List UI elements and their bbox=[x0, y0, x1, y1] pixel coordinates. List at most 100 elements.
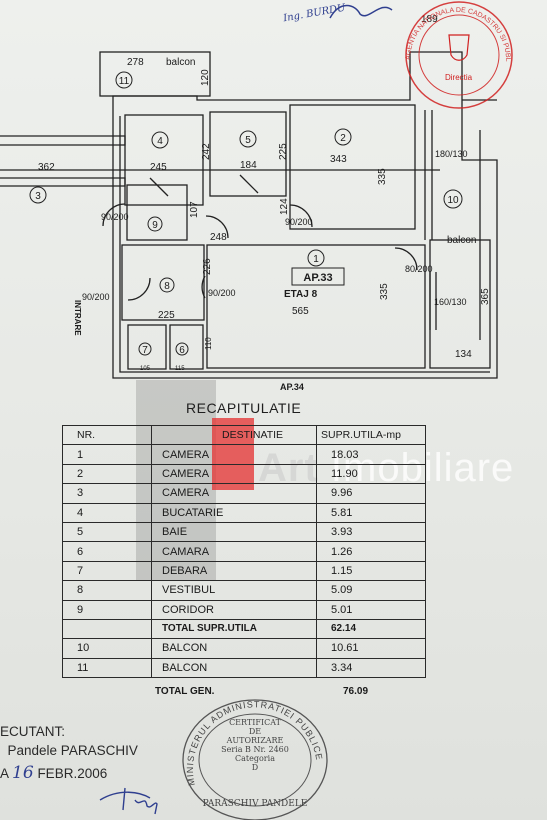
floor-plan: 278 balcon 120 362 245 184 343 248 565 2… bbox=[0, 14, 498, 392]
cell-nr: 6 bbox=[62, 541, 152, 562]
cell-val: 9.96 bbox=[316, 483, 426, 504]
top-signature-scribble bbox=[329, 4, 393, 19]
cell-nr: 10 bbox=[62, 638, 152, 659]
balcony-11-label: balcon bbox=[166, 57, 195, 68]
room-8-outline bbox=[121, 244, 205, 321]
cell-val: 5.09 bbox=[316, 580, 426, 601]
room-marker-1 bbox=[307, 249, 325, 267]
room-3-width: 362 bbox=[38, 162, 55, 173]
room-4-outline bbox=[124, 114, 204, 206]
room-num-5: 5 bbox=[245, 135, 251, 146]
window-1: 160/130 bbox=[434, 297, 467, 307]
coat-of-arms-icon bbox=[448, 34, 470, 61]
room-9-height: 107 bbox=[189, 201, 200, 218]
cell-nr: 2 bbox=[62, 463, 152, 485]
balcony-11-height: 120 bbox=[200, 69, 211, 86]
balcony-10-height: 365 bbox=[480, 288, 491, 305]
room-1-outline bbox=[206, 244, 426, 369]
door-entrance: 90/200 bbox=[82, 292, 110, 302]
cell-dest: BUCATARIE bbox=[151, 502, 317, 523]
cell-nr: 4 bbox=[62, 502, 152, 523]
room-2-height: 335 bbox=[377, 168, 388, 185]
header-destination: DESTINATIE bbox=[151, 424, 317, 446]
cell-nr: 5 bbox=[62, 521, 152, 543]
cell-dest: CORIDOR bbox=[151, 599, 317, 620]
dim-189: 189 bbox=[421, 14, 438, 25]
cell-dest: BALCON bbox=[151, 657, 317, 679]
table-header-row: NR. DESTINATIE SUPR.UTILA-mp bbox=[62, 424, 426, 446]
cell-nr: 1 bbox=[62, 444, 152, 465]
header-area: SUPR.UTILA-mp bbox=[316, 424, 426, 446]
neighbor-apartment: AP.34 bbox=[280, 382, 304, 392]
cell-nr: 8 bbox=[62, 580, 152, 601]
room-marker-5 bbox=[239, 130, 257, 148]
room-4-height: 242 bbox=[201, 143, 212, 160]
signature-bottom bbox=[99, 787, 158, 815]
room-4-width: 245 bbox=[150, 162, 167, 173]
balcony-10-label: balcon bbox=[447, 235, 476, 246]
cell-nr: 3 bbox=[62, 483, 152, 504]
cell-val: 62.14 bbox=[316, 618, 426, 640]
room-2-outline bbox=[289, 104, 416, 230]
room-num-4: 4 bbox=[157, 136, 163, 147]
dim-115: 115 bbox=[175, 366, 185, 372]
total-gen-label: TOTAL GEN. bbox=[155, 686, 215, 697]
balcony-11-width: 278 bbox=[127, 57, 144, 68]
room-num-1: 1 bbox=[313, 254, 319, 265]
cell-val: 5.01 bbox=[316, 599, 426, 620]
room-marker-3 bbox=[29, 186, 47, 204]
room-5-height: 225 bbox=[278, 143, 289, 160]
cell-dest: BAIE bbox=[151, 521, 317, 543]
room-num-2: 2 bbox=[340, 133, 346, 144]
cell-nr: 11 bbox=[62, 657, 152, 679]
apartment-number: AP.33 bbox=[303, 272, 332, 284]
svg-text:Directia: Directia bbox=[445, 73, 473, 82]
dim-124: 124 bbox=[279, 198, 290, 215]
cell-val: 1.26 bbox=[316, 541, 426, 562]
floor-label: ETAJ 8 bbox=[284, 289, 318, 300]
cell-dest: DEBARA bbox=[151, 560, 317, 582]
dim-110: 110 bbox=[204, 337, 213, 350]
svg-text:DE: DE bbox=[249, 727, 261, 736]
cell-dest: TOTAL SUPR.UTILA bbox=[151, 618, 317, 640]
cell-dest: CAMERA bbox=[151, 483, 317, 504]
room-marker-11 bbox=[115, 71, 133, 89]
room-6-outline bbox=[169, 324, 204, 370]
entrance-label: INTRARE bbox=[73, 300, 82, 336]
room-marker-6 bbox=[175, 342, 189, 356]
door-2: 90/200 bbox=[285, 217, 313, 227]
room-1-height: 335 bbox=[379, 283, 390, 300]
cell-val: 18.03 bbox=[316, 444, 426, 465]
cell-dest: VESTIBUL bbox=[151, 580, 317, 601]
header-nr: NR. bbox=[62, 424, 152, 446]
room-num-3: 3 bbox=[35, 191, 41, 202]
balcony-10-width: 134 bbox=[455, 349, 472, 360]
room-num-9: 9 bbox=[152, 220, 158, 231]
cell-val: 10.61 bbox=[316, 638, 426, 659]
dim-105: 105 bbox=[140, 366, 151, 372]
door-1: 90/200 bbox=[208, 288, 236, 298]
total-gen-value: 76.09 bbox=[343, 686, 369, 697]
room-marker-9 bbox=[147, 216, 163, 232]
room-num-6: 6 bbox=[179, 345, 185, 356]
room-num-10: 10 bbox=[447, 195, 459, 206]
svg-text:Categoria: Categoria bbox=[235, 754, 275, 763]
corridor-length: 248 bbox=[210, 232, 227, 243]
room-num-7: 7 bbox=[142, 345, 148, 356]
room-num-11: 11 bbox=[119, 76, 130, 87]
cell-val: 1.15 bbox=[316, 560, 426, 582]
svg-text:PARASCHIV PANDELE: PARASCHIV PANDELE bbox=[203, 799, 308, 809]
room-5-outline bbox=[209, 111, 287, 197]
room-1-width: 565 bbox=[292, 306, 309, 317]
cell-val: 5.81 bbox=[316, 502, 426, 523]
